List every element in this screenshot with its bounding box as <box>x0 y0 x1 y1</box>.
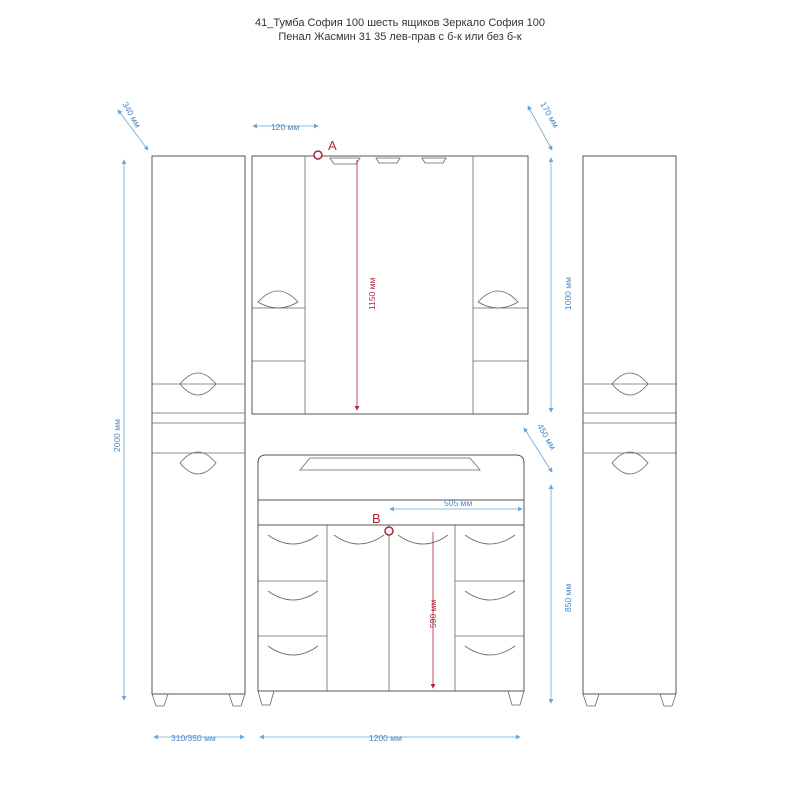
tall-width-label: 310/350 мм <box>171 733 216 743</box>
right-tall-cabinet <box>582 155 677 707</box>
connection-markers <box>313 150 436 689</box>
total-width-label: 1200 мм <box>369 733 402 743</box>
mirror-offset-label: 120 мм <box>271 122 299 132</box>
tall-height-label: 2000 мм <box>112 419 122 452</box>
point-a-label: A <box>328 138 337 153</box>
point-b-label: B <box>372 511 381 526</box>
vanity-height-label: 850 мм <box>563 584 573 612</box>
vanity-offset-label: 505 мм <box>444 498 472 508</box>
diagram-title-line-1: 41_Тумба София 100 шесть ящиков Зеркало … <box>255 17 545 29</box>
mirror-height-label: 1000 мм <box>563 277 573 310</box>
dimension-lines <box>117 105 554 740</box>
point-b-height-label: 590 мм <box>428 600 438 628</box>
mirror-depth-label: 170 мм <box>538 100 561 130</box>
point-a-height-label: 1150 мм <box>367 278 377 310</box>
point-a-marker <box>313 150 323 160</box>
left-tall-cabinet <box>151 155 246 707</box>
diagram-title-line-2: Пенал Жасмин 31 35 лев-прав с б-к или бе… <box>278 31 522 43</box>
vanity-depth-label: 450 мм <box>535 422 558 452</box>
point-b-marker <box>384 526 394 536</box>
mirror-cabinet <box>251 155 529 415</box>
cabinet-depth-label: 340 мм <box>120 100 143 130</box>
vanity-unit <box>257 454 525 706</box>
